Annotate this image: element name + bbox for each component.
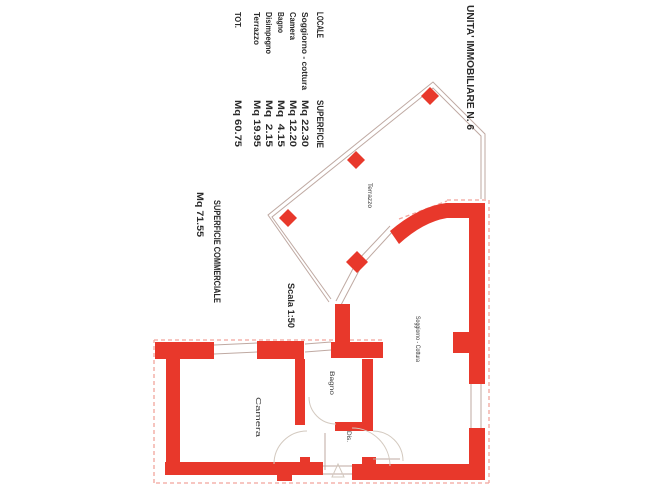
window-bagno-line-2 <box>304 349 332 353</box>
terrace-outline-outer <box>267 81 486 303</box>
commercial-surface-value: Mq 71.55 <box>194 192 205 238</box>
wall-bottom-right <box>352 464 485 480</box>
annotations: UNITA' IMMOBILIARE N. 6 LOCALE Soggiorno… <box>194 5 476 442</box>
scale-label: Scala 1:50 <box>286 283 296 328</box>
table-row-name-camera: Camera <box>288 12 298 40</box>
wall-bagno-soggiorno-divider <box>362 359 373 431</box>
wall-terrace-connector <box>335 304 350 344</box>
door-arc-bagno <box>308 396 337 425</box>
table-header-locale: LOCALE <box>315 12 325 38</box>
pillar-glass-wall <box>346 251 368 273</box>
wall-left <box>166 357 180 463</box>
commercial-surface-label: SUPERFICIE COMMERCIALE <box>211 200 222 303</box>
wall-bottom-right-stub <box>362 457 376 465</box>
walls <box>155 203 485 481</box>
door-arc-disimpegno-soggiorno <box>372 430 404 462</box>
table-row-name-disimpegno: Disimpegno <box>264 12 274 54</box>
terrace-outline-inner <box>271 87 482 300</box>
table-row-value-soggiorno: Mq 22.30 <box>299 100 310 147</box>
pillar-diamond-mid <box>347 151 365 169</box>
wall-bottom-notch <box>277 474 292 481</box>
pillar-diamond-top <box>421 87 439 105</box>
table-header-superficie: SUPERFICIE <box>315 100 325 148</box>
wall-right-upper <box>469 218 485 384</box>
wall-entrance-jamb <box>300 457 310 463</box>
table-row-value-tot: Mq 60.75 <box>232 100 243 148</box>
wall-bottom-camera <box>165 462 323 475</box>
table-row-value-bagno: Mq 4.15 <box>275 100 286 148</box>
perimeter-dashed-lines <box>153 199 490 484</box>
entrance-triangle-marker <box>331 462 345 478</box>
wall-top-segment-1 <box>155 342 214 359</box>
door-swings <box>273 396 404 478</box>
door-arc-entrance <box>351 427 391 467</box>
door-arc-camera <box>273 430 308 465</box>
room-label-disimpegno: Dis. <box>345 431 351 442</box>
terrace-glass-wall-inner <box>340 229 395 306</box>
table-row-value-disimpegno: Mq 2.15 <box>263 100 274 148</box>
pillar-diamond-left <box>279 209 297 227</box>
room-label-soggiorno: Soggiorno - Cottura <box>414 316 421 362</box>
table-row-name-bagno: Bagno <box>276 12 286 33</box>
room-label-bagno: Bagno <box>328 371 335 395</box>
table-row-value-camera: Mq 12.20 <box>287 100 298 147</box>
room-label-terrazzo: Terrazzo <box>366 183 373 208</box>
wall-curved-top <box>390 203 485 244</box>
table-row-name-terrazzo: Terrazzo <box>252 12 262 45</box>
wall-top-segment-3 <box>331 342 383 358</box>
wall-top-segment-2 <box>257 341 304 359</box>
dashed-top-diagonal <box>398 200 448 220</box>
room-label-camera: Camera <box>254 397 261 437</box>
windows <box>213 341 482 475</box>
wall-right-pier <box>453 332 470 353</box>
table-row-value-terrazzo: Mq 19.95 <box>251 100 262 148</box>
table-row-name-soggiorno: Soggiorno - cottura <box>300 12 310 90</box>
window-camera-line-2 <box>213 351 258 355</box>
wall-camera-bagno-divider <box>295 359 305 425</box>
window-bagno-line-1 <box>304 341 332 345</box>
unit-title: UNITA' IMMOBILIARE N. 6 <box>464 5 476 130</box>
terrace-pillars <box>279 87 439 273</box>
window-camera-line-1 <box>213 342 258 346</box>
table-row-name-tot: TOT. <box>233 12 243 28</box>
wall-bagno-bottom-stub <box>335 422 362 431</box>
